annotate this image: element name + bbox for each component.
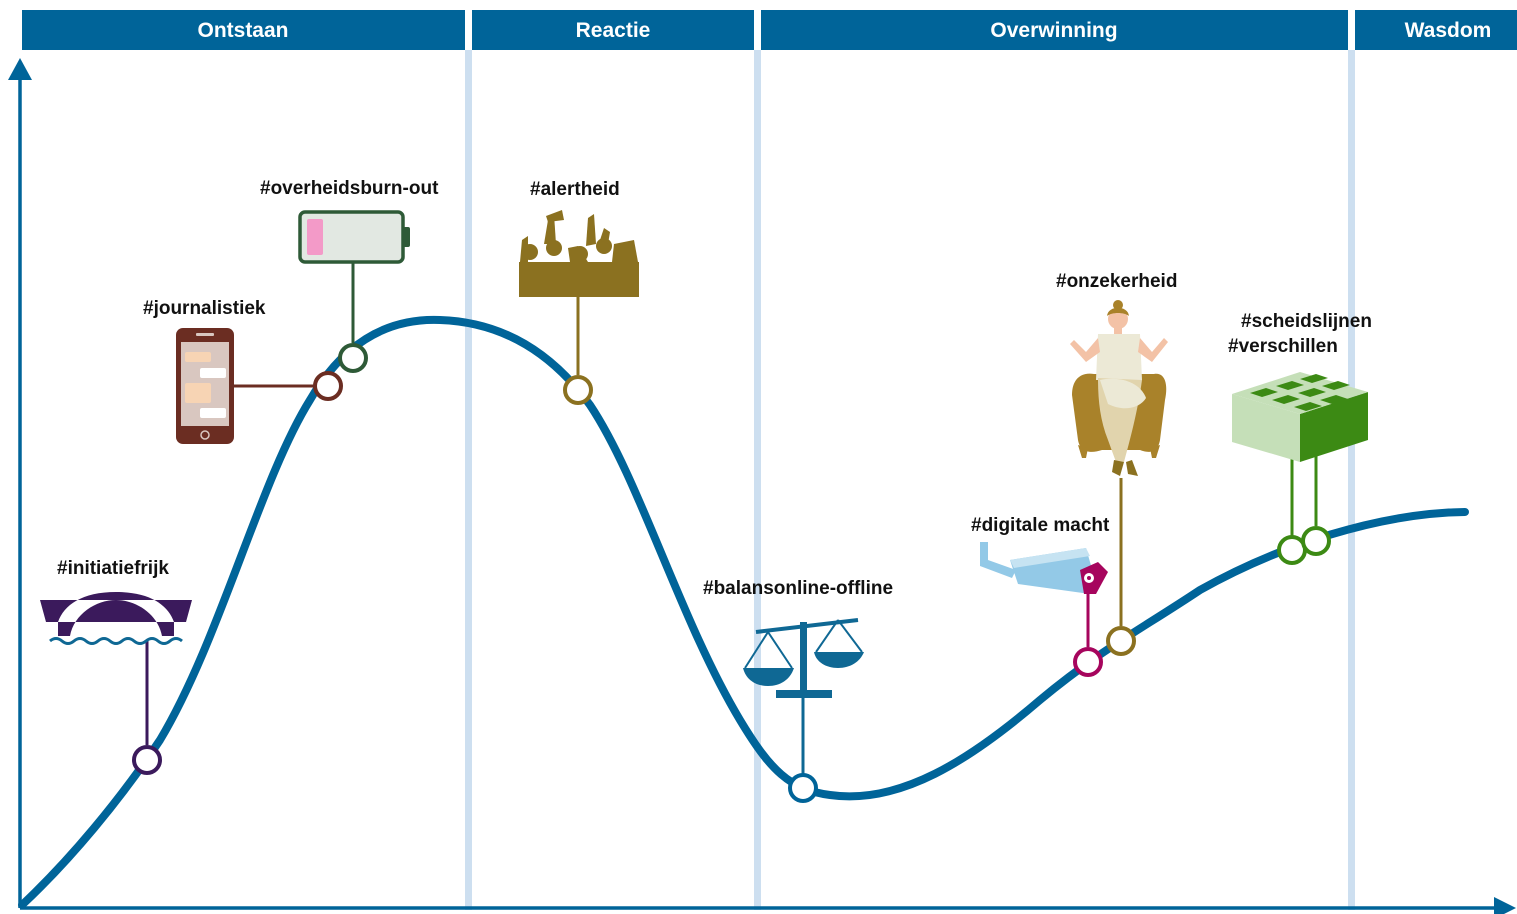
phase-header-ontstaan: Ontstaan (22, 10, 465, 50)
tag-onzekerheid: #onzekerheid (1056, 271, 1177, 656)
curve-marker (1106, 626, 1136, 656)
phase-header-overwinning: Overwinning (761, 10, 1348, 50)
low-battery-icon (298, 210, 410, 264)
phase-label: Overwinning (990, 19, 1117, 42)
tag-overheidsburn-out: #overheidsburn-out (260, 178, 439, 373)
bridge-icon (40, 592, 192, 645)
curve-marker (1073, 647, 1103, 677)
tag-label: #alertheid (530, 179, 620, 200)
tag-label: #scheidslijnen (1241, 311, 1372, 332)
axes (8, 58, 1516, 914)
curve-marker (788, 773, 818, 803)
x-axis-arrow-icon (1494, 897, 1516, 914)
tag-label: #balansonline-offline (703, 578, 893, 599)
curve-marker (313, 371, 343, 401)
phase-header-reactie: Reactie (472, 10, 754, 50)
tag-label: #initiatiefrijk (57, 558, 169, 579)
y-axis-arrow-icon (8, 58, 32, 80)
divider-1 (465, 50, 472, 910)
tag-label: #digitale macht (971, 515, 1110, 536)
divider-2 (754, 50, 761, 910)
scales-icon (743, 618, 864, 698)
phase-header-wasdom: Wasdom (1355, 10, 1517, 50)
tag-alertheid: #alertheid (519, 179, 639, 405)
phase-label: Wasdom (1405, 19, 1492, 42)
tag-scheidslijnen-verschillen: #scheidslijnen #verschillen (1228, 311, 1372, 565)
tag-balansonline-offline: #balansonline-offline (703, 578, 893, 803)
shrugging-woman-in-chair-icon (1070, 300, 1168, 476)
tag-label: #journalistiek (143, 298, 266, 319)
tag-label: #onzekerheid (1056, 271, 1177, 292)
phase-label: Reactie (576, 19, 651, 42)
curve-marker (132, 745, 162, 775)
protest-crowd-icon (519, 210, 639, 297)
curve-marker (338, 343, 368, 373)
surveillance-camera-icon (980, 542, 1108, 594)
grid-block-icon (1232, 372, 1368, 462)
smartphone-icon (176, 328, 234, 444)
phase-label: Ontstaan (197, 19, 288, 42)
divider-3 (1348, 50, 1355, 910)
phase-headers: Ontstaan Reactie Overwinning Wasdom (22, 10, 1517, 50)
curve-marker (1301, 526, 1331, 556)
tag-journalistiek: #journalistiek (143, 298, 343, 444)
tag-initiatiefrijk: #initiatiefrijk (40, 558, 192, 775)
curve-marker (563, 375, 593, 405)
tag-label: #verschillen (1228, 336, 1338, 357)
phase-dividers (465, 50, 1355, 910)
tag-digitale-macht: #digitale macht (971, 515, 1110, 677)
tag-label: #overheidsburn-out (260, 178, 439, 199)
